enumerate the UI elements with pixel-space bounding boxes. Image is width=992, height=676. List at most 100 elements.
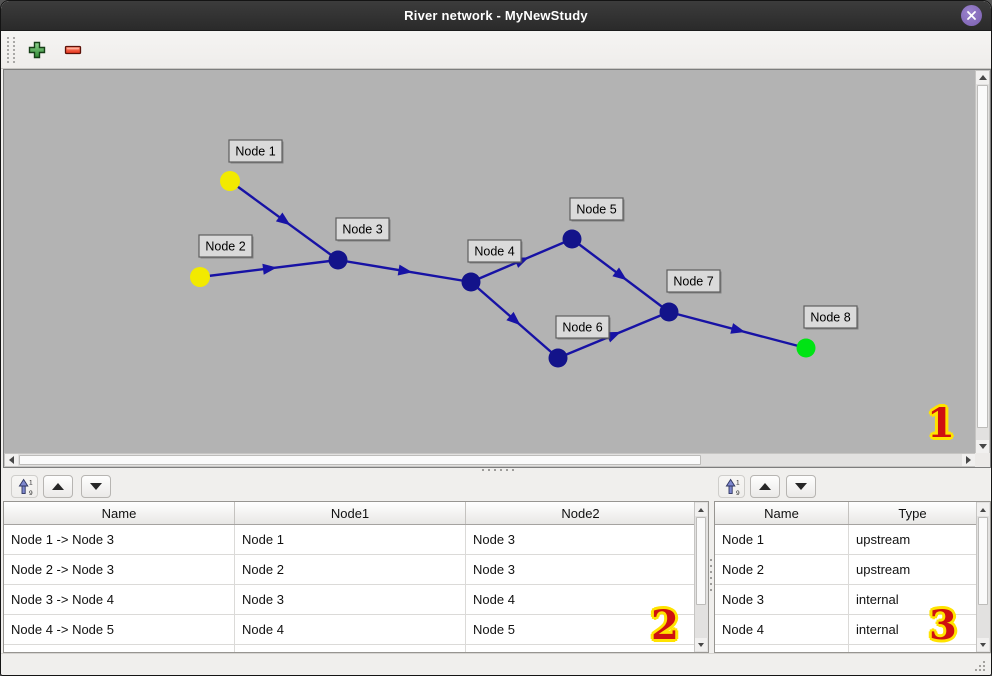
node-label-Node-8[interactable]: Node 8 <box>803 305 859 330</box>
node-Node-2[interactable] <box>190 267 210 287</box>
reaches-toolbar: 1 9 <box>3 473 709 501</box>
canvas-horizontal-scrollbar[interactable] <box>4 453 976 467</box>
nodes-table-scrollbar[interactable] <box>976 502 990 652</box>
reaches-table-scrollbar[interactable] <box>694 502 708 652</box>
node-label-Node-6[interactable]: Node 6 <box>555 315 611 340</box>
table-cell[interactable]: internal <box>849 615 977 644</box>
edge-arrowhead-icon <box>506 311 521 326</box>
column-header-node2[interactable]: Node2 <box>466 502 696 524</box>
node-Node-8[interactable] <box>796 338 816 358</box>
table-cell[interactable]: Node 2 <box>715 555 849 584</box>
toolbar-drag-handle[interactable] <box>7 36 15 63</box>
node-label-Node-2[interactable]: Node 2 <box>198 234 254 259</box>
table-cell[interactable]: Node 3 -> Node 4 <box>4 585 235 614</box>
resize-grip-icon[interactable] <box>983 669 985 671</box>
move-up-button[interactable] <box>43 475 73 498</box>
node-Node-3[interactable] <box>328 250 348 270</box>
table-cell[interactable]: Node 2 -> Node 3 <box>4 555 235 584</box>
node-label-Node-1[interactable]: Node 1 <box>228 139 284 164</box>
splitter-handle-icon <box>482 469 484 471</box>
canvas-vscroll-thumb[interactable] <box>977 85 988 428</box>
node-Node-6[interactable] <box>548 348 568 368</box>
node-Node-7[interactable] <box>659 302 679 322</box>
edge-arrowhead-icon <box>275 212 291 226</box>
table-cell[interactable]: Node 5 <box>466 615 696 644</box>
vertical-splitter[interactable] <box>709 473 714 653</box>
scroll-right-button[interactable] <box>962 454 975 466</box>
close-button[interactable] <box>961 5 982 26</box>
triangle-up-icon <box>52 483 64 490</box>
table-cell[interactable]: upstream <box>849 555 977 584</box>
table-cell[interactable]: Node 1 <box>715 525 849 554</box>
svg-text:Node 7: Node 7 <box>673 275 713 289</box>
table-cell[interactable]: internal <box>849 585 977 614</box>
scroll-left-button[interactable] <box>5 454 18 466</box>
edge-arrowhead-icon <box>730 323 746 334</box>
horizontal-splitter[interactable] <box>1 468 991 473</box>
table-cell[interactable]: Node 4 -> Node 5 <box>4 615 235 644</box>
scroll-down-button[interactable] <box>977 638 989 651</box>
move-down-button[interactable] <box>81 475 111 498</box>
scroll-down-button[interactable] <box>695 638 707 651</box>
reaches-scroll-thumb[interactable] <box>696 517 706 605</box>
svg-text:Node 6: Node 6 <box>562 321 602 335</box>
plus-icon <box>28 41 46 58</box>
node-Node-1[interactable] <box>220 171 240 191</box>
node-label-Node-7[interactable]: Node 7 <box>666 269 722 294</box>
nodes-toolbar: 1 9 <box>714 473 991 501</box>
column-header-name[interactable]: Name <box>715 502 849 524</box>
river-network-canvas[interactable]: Node 1 Node 2 Node 3 Node 4 Node 5 Node 6 Node… <box>3 69 991 468</box>
sort-button[interactable]: 1 9 <box>11 475 38 498</box>
river-network-svg[interactable]: Node 1 Node 2 Node 3 Node 4 Node 5 Node 6 Node… <box>4 70 975 453</box>
add-node-button[interactable] <box>23 36 51 64</box>
move-down-button[interactable] <box>786 475 816 498</box>
node-Node-4[interactable] <box>461 272 481 292</box>
sort-button[interactable]: 1 9 <box>718 475 745 498</box>
table-cell[interactable]: Node 1 <box>235 525 466 554</box>
scroll-up-button[interactable] <box>976 71 989 84</box>
canvas-hscroll-thumb[interactable] <box>19 455 701 465</box>
column-header-type[interactable]: Type <box>849 502 977 524</box>
table-cell[interactable]: Node 4 <box>715 615 849 644</box>
table-cell[interactable]: Node 3 <box>466 555 696 584</box>
table-cell <box>715 645 849 652</box>
title-bar[interactable]: River network - MyNewStudy <box>1 1 991 31</box>
table-cell[interactable]: Node 3 <box>235 585 466 614</box>
canvas-vertical-scrollbar[interactable] <box>975 70 990 454</box>
scroll-down-button[interactable] <box>976 440 989 453</box>
remove-node-button[interactable] <box>59 36 87 64</box>
table-cell[interactable]: upstream <box>849 525 977 554</box>
table-cell[interactable]: Node 2 <box>235 555 466 584</box>
table-cell[interactable]: Node 3 <box>715 585 849 614</box>
triangle-down-icon <box>90 483 102 490</box>
scroll-up-button[interactable] <box>695 503 707 516</box>
column-header-node1[interactable]: Node1 <box>235 502 466 524</box>
table-cell[interactable]: Node 3 <box>466 525 696 554</box>
table-cell[interactable]: Node 4 <box>235 615 466 644</box>
table-cell[interactable]: Node 4 <box>466 585 696 614</box>
table-cell[interactable]: Node 1 -> Node 3 <box>4 525 235 554</box>
node-label-Node-4[interactable]: Node 4 <box>467 239 523 264</box>
node-Node-5[interactable] <box>562 229 582 249</box>
svg-text:Node 3: Node 3 <box>342 223 382 237</box>
nodes-scroll-thumb[interactable] <box>978 517 988 605</box>
node-label-Node-3[interactable]: Node 3 <box>335 217 391 242</box>
column-header-name[interactable]: Name <box>4 502 235 524</box>
move-up-button[interactable] <box>750 475 780 498</box>
table-cell <box>4 645 235 652</box>
node-label-Node-5[interactable]: Node 5 <box>569 197 625 222</box>
scroll-up-button[interactable] <box>977 503 989 516</box>
